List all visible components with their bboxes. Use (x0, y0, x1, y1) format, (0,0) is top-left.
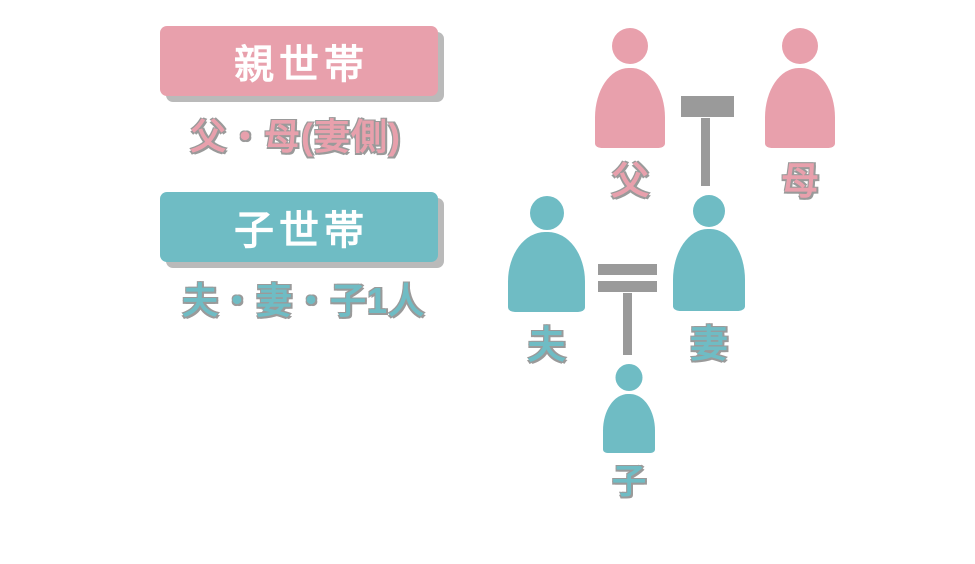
child-household-caption: 夫・妻・子1人 (182, 280, 426, 321)
person-body-icon (603, 394, 655, 453)
person-label-mother: 母 (780, 161, 820, 203)
person-body-icon (508, 232, 585, 312)
parents-marriage-connector (681, 96, 734, 117)
person-head-icon (612, 28, 648, 64)
person-head-icon (782, 28, 818, 64)
parents-descent-connector (701, 118, 710, 186)
person-body-icon (595, 68, 665, 148)
child-household-badge: 子世帯 (160, 192, 438, 262)
person-label-husband: 夫 (527, 325, 566, 367)
person-body-icon (765, 68, 835, 148)
person-body-icon (673, 229, 745, 311)
parent-household-badge: 親世帯 (160, 26, 438, 96)
person-label-wife: 妻 (689, 324, 729, 366)
person-label-child: 子 (612, 463, 646, 501)
person-head-icon (529, 196, 564, 230)
parent-household-caption: 父・母(妻側) (190, 116, 401, 157)
person-head-icon (693, 195, 725, 227)
child-descent-connector (623, 293, 632, 355)
person-label-father: 父 (610, 161, 650, 203)
couple-marriage-connector-top (598, 264, 657, 275)
couple-marriage-connector-bottom (598, 281, 657, 292)
person-head-icon (615, 364, 643, 391)
